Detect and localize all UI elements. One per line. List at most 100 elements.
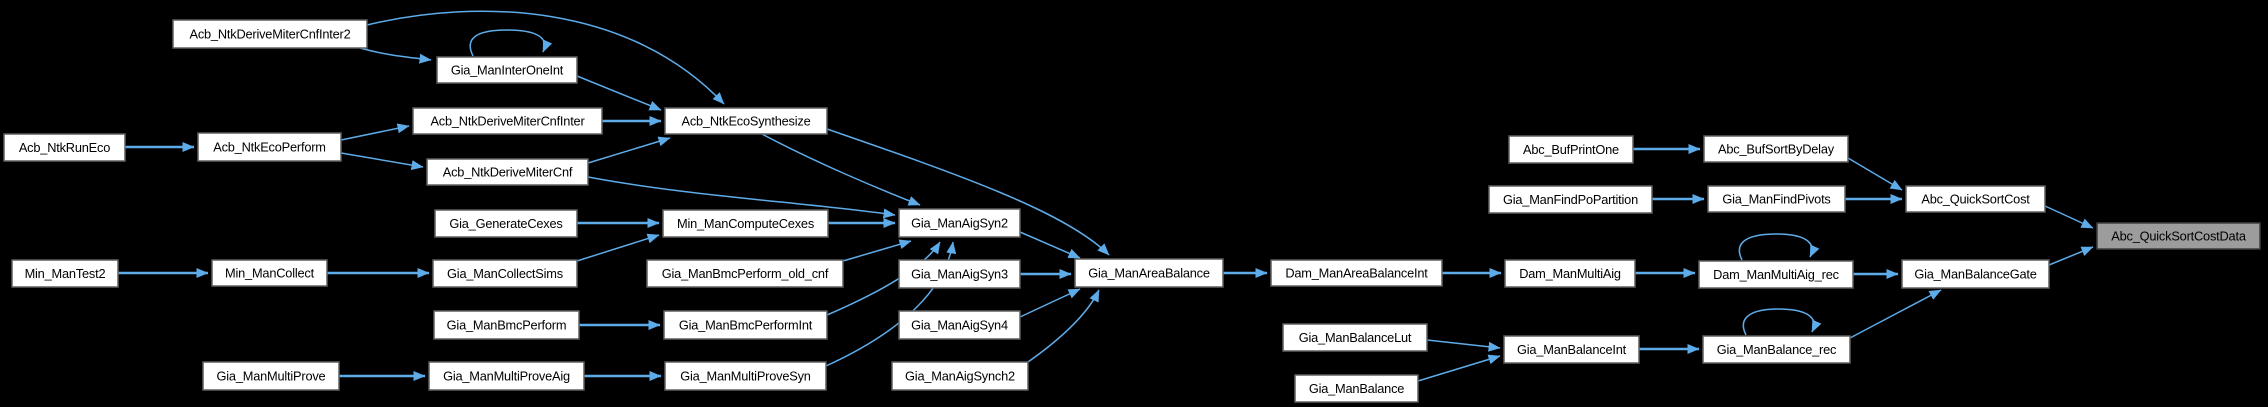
node-box	[662, 209, 829, 238]
node-box	[172, 19, 368, 49]
node-box	[898, 259, 1021, 289]
node-acb-ntk-run-eco[interactable]: Acb_NtkRunEco	[3, 133, 126, 162]
node-box	[1504, 259, 1636, 288]
node-label: Abc_BufSortByDelay	[1718, 142, 1835, 157]
node-box	[1901, 259, 2050, 289]
node-min-man-test2[interactable]: Min_ManTest2	[11, 259, 119, 288]
node-label: Gia_ManBalance	[1309, 381, 1404, 396]
node-gia-man-collect-sims[interactable]: Gia_ManCollectSims	[432, 259, 578, 288]
node-box	[1294, 374, 1419, 403]
edge-balancerec-self-loop	[1742, 308, 1822, 336]
node-gia-man-multi-prove-syn[interactable]: Gia_ManMultiProveSyn	[664, 361, 827, 391]
node-box	[898, 310, 1021, 340]
node-gia-man-bmc-perform-int[interactable]: Gia_ManBmcPerformInt	[663, 310, 828, 340]
node-gia-man-balance-rec[interactable]: Gia_ManBalance_rec	[1702, 335, 1851, 364]
node-box	[1488, 185, 1653, 214]
node-label: Acb_NtkEcoSynthesize	[681, 114, 810, 129]
node-label: Gia_ManAreaBalance	[1088, 266, 1210, 281]
node-box	[1074, 258, 1224, 288]
edge-ecosynthesize-aigsyn2	[761, 133, 921, 206]
edge-balance-balanceint	[1417, 354, 1501, 382]
node-gia-man-aig-synch2[interactable]: Gia_ManAigSynch2	[891, 361, 1029, 391]
edge-ecosynthesize-areabalance	[826, 128, 1110, 256]
node-gia-man-aig-syn2[interactable]: Gia_ManAigSyn2	[898, 208, 1021, 238]
node-box	[1703, 135, 1849, 163]
node-gia-man-aig-syn4[interactable]: Gia_ManAigSyn4	[898, 310, 1021, 340]
node-label: Gia_ManFindPivots	[1722, 192, 1830, 207]
edge-bmcperformoldcnf-aigsyn2	[842, 239, 912, 262]
node-abc-buf-sort-by-delay[interactable]: Abc_BufSortByDelay	[1703, 135, 1849, 163]
node-label: Abc_QuickSortCost	[1921, 192, 2030, 207]
node-label: Gia_ManCollectSims	[447, 266, 563, 281]
node-abc-quick-sort-cost-data: Abc_QuickSortCostData	[2096, 222, 2261, 250]
node-min-man-compute-cexes[interactable]: Min_ManComputeCexes	[662, 209, 829, 238]
node-dam-man-multi-aig-rec[interactable]: Dam_ManMultiAig_rec	[1698, 260, 1854, 289]
node-box	[1270, 259, 1443, 287]
node-box	[1702, 335, 1851, 364]
node-label: Acb_NtkDeriveMiterCnf	[443, 165, 573, 180]
node-min-man-collect[interactable]: Min_ManCollect	[211, 259, 328, 287]
node-gia-man-multi-prove[interactable]: Gia_ManMultiProve	[202, 361, 340, 391]
node-label: Gia_ManBalanceLut	[1299, 330, 1412, 345]
node-gia-man-balance-lut[interactable]: Gia_ManBalanceLut	[1282, 323, 1428, 352]
edge-ecoperform-mitercnf	[340, 152, 424, 170]
edge-interoneint-ecosynthesize	[576, 75, 662, 111]
node-abc-quick-sort-cost[interactable]: Abc_QuickSortCost	[1905, 185, 2046, 213]
edge-balancelut-balanceint	[1426, 339, 1501, 352]
node-box	[433, 310, 580, 340]
edge-mitercnf-aigsyn2	[587, 176, 896, 219]
edge-balancerec-balancegate	[1849, 289, 1942, 339]
node-label: Gia_ManBalanceInt	[1517, 342, 1627, 357]
node-label: Gia_ManBmcPerform_old_cnf	[662, 266, 829, 281]
node-gia-man-inter-one-int[interactable]: Gia_ManInterOneInt	[436, 56, 578, 84]
nodes-layer: Acb_NtkDeriveMiterCnfInter2 Gia_ManInter…	[3, 19, 2261, 403]
node-box	[663, 310, 828, 340]
node-label: Acb_NtkEcoPerform	[213, 140, 326, 155]
node-label: Acb_NtkRunEco	[19, 140, 110, 155]
node-label: Gia_ManBmcPerformInt	[679, 318, 813, 333]
node-box	[891, 361, 1029, 391]
node-label: Gia_ManFindPoPartition	[1503, 192, 1638, 207]
node-label: Min_ManCollect	[225, 266, 315, 281]
node-label: Abc_BufPrintOne	[1523, 142, 1619, 157]
node-gia-generate-cexes[interactable]: Gia_GenerateCexes	[434, 209, 578, 238]
node-box	[202, 361, 340, 391]
node-dam-man-multi-aig[interactable]: Dam_ManMultiAig	[1504, 259, 1636, 288]
node-label: Gia_ManMultiProve	[217, 369, 326, 384]
node-gia-man-bmc-perform-old-cnf[interactable]: Gia_ManBmcPerform_old_cnf	[646, 259, 844, 288]
node-acb-ntk-eco-synthesize[interactable]: Acb_NtkEcoSynthesize	[664, 107, 828, 135]
node-gia-man-balance[interactable]: Gia_ManBalance	[1294, 374, 1419, 403]
node-label: Gia_ManBalanceGate	[1914, 267, 2036, 282]
node-gia-man-find-po-partition[interactable]: Gia_ManFindPoPartition	[1488, 185, 1653, 214]
node-label: Gia_ManBalance_rec	[1717, 342, 1837, 357]
edge-mitercnfinter2-interoneint	[359, 47, 432, 64]
node-label: Gia_ManAigSyn3	[911, 267, 1008, 282]
node-gia-man-balance-int[interactable]: Gia_ManBalanceInt	[1503, 335, 1640, 364]
node-box	[1503, 335, 1640, 364]
node-gia-man-area-balance[interactable]: Gia_ManAreaBalance	[1074, 258, 1224, 288]
node-box	[412, 107, 603, 135]
edge-aigsynch2-areabalance	[1027, 289, 1100, 363]
node-dam-man-area-balance-int[interactable]: Dam_ManAreaBalanceInt	[1270, 259, 1443, 287]
node-acb-ntk-derive-miter-cnf-inter[interactable]: Acb_NtkDeriveMiterCnfInter	[412, 107, 603, 135]
node-gia-man-balance-gate[interactable]: Gia_ManBalanceGate	[1901, 259, 2050, 289]
node-box	[1282, 323, 1428, 352]
edge-aigsyn4-areabalance	[1019, 288, 1081, 318]
node-abc-buf-print-one[interactable]: Abc_BufPrintOne	[1508, 135, 1634, 164]
node-gia-man-multi-prove-aig[interactable]: Gia_ManMultiProveAig	[428, 361, 585, 391]
edge-interoneint-self-loop	[469, 29, 553, 57]
node-label: Gia_ManBmcPerform	[447, 318, 567, 333]
node-acb-ntk-eco-perform[interactable]: Acb_NtkEcoPerform	[197, 132, 342, 162]
node-label: Dam_ManAreaBalanceInt	[1285, 266, 1428, 281]
node-gia-man-bmc-perform[interactable]: Gia_ManBmcPerform	[433, 310, 580, 340]
node-label: Acb_NtkDeriveMiterCnfInter2	[189, 27, 350, 42]
node-acb-ntk-derive-miter-cnf[interactable]: Acb_NtkDeriveMiterCnf	[426, 158, 589, 186]
node-label: Abc_QuickSortCostData	[2111, 229, 2247, 244]
node-label: Dam_ManMultiAig	[1519, 266, 1621, 281]
node-gia-man-find-pivots[interactable]: Gia_ManFindPivots	[1707, 185, 1846, 213]
node-acb-ntk-derive-miter-cnf-inter2[interactable]: Acb_NtkDeriveMiterCnfInter2	[172, 19, 368, 49]
edge-dammultiaigrec-self-loop	[1738, 233, 1820, 261]
node-label: Gia_ManInterOneInt	[451, 63, 564, 78]
node-gia-man-aig-syn3[interactable]: Gia_ManAigSyn3	[898, 259, 1021, 289]
edge-aigsyn2-areabalance	[1019, 231, 1081, 259]
